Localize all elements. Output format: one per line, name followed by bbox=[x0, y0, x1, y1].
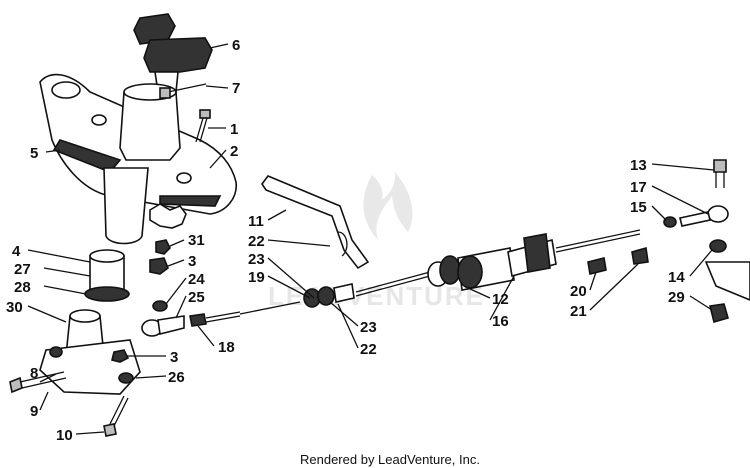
footer-credit: Rendered by LeadVenture, Inc. bbox=[300, 452, 480, 467]
bolt-10 bbox=[103, 395, 129, 437]
callout-2: 2 bbox=[230, 143, 238, 160]
callout-30: 30 bbox=[6, 299, 23, 316]
callout-14: 14 bbox=[668, 269, 685, 286]
throttle-lever bbox=[704, 261, 750, 301]
callout-3: 3 bbox=[188, 253, 196, 270]
threaded-rod bbox=[205, 311, 241, 323]
callout-19: 19 bbox=[248, 269, 265, 286]
spacer-14 bbox=[709, 239, 727, 253]
nut-3-lower bbox=[111, 349, 130, 363]
cable-fittings bbox=[303, 283, 355, 308]
callout-28: 28 bbox=[14, 279, 31, 296]
callout-10: 10 bbox=[56, 427, 73, 444]
callout-8: 8 bbox=[30, 365, 38, 382]
steering-column bbox=[103, 83, 181, 245]
callout-15: 15 bbox=[630, 199, 647, 216]
nut-29 bbox=[709, 303, 729, 323]
handlebar-clamp bbox=[133, 13, 213, 93]
cable-adjuster-12 bbox=[427, 247, 515, 291]
callout-23-lower: 23 bbox=[360, 319, 377, 336]
callout-3-lower: 3 bbox=[170, 349, 178, 366]
bushing-27 bbox=[84, 249, 130, 302]
clip-20 bbox=[587, 257, 607, 275]
inner-cable bbox=[555, 229, 641, 253]
callout-26: 26 bbox=[168, 369, 185, 386]
callout-27: 27 bbox=[14, 261, 31, 278]
cable-housing bbox=[355, 271, 431, 293]
callout-4: 4 bbox=[12, 243, 21, 260]
callout-24: 24 bbox=[188, 271, 205, 288]
cable-adjuster-16 bbox=[507, 233, 557, 278]
callout-16: 16 bbox=[492, 313, 509, 330]
boot-21 bbox=[631, 246, 649, 265]
bolt-13 bbox=[713, 159, 727, 188]
callout-31: 31 bbox=[188, 232, 205, 249]
washer-31 bbox=[155, 239, 171, 255]
callout-21: 21 bbox=[570, 303, 587, 320]
callout-17: 17 bbox=[630, 179, 647, 196]
bolt-9 bbox=[9, 371, 67, 394]
rod-end-25 bbox=[141, 315, 185, 337]
callout-9: 9 bbox=[30, 403, 38, 420]
jam-nut-18 bbox=[189, 313, 207, 327]
callout-5: 5 bbox=[30, 145, 38, 162]
nut-24 bbox=[152, 300, 168, 312]
callout-22: 22 bbox=[248, 233, 265, 250]
callout-23: 23 bbox=[248, 251, 265, 268]
nut-3 bbox=[149, 257, 169, 275]
nut-15 bbox=[663, 216, 677, 228]
bolt-7 bbox=[159, 83, 207, 99]
star-washer bbox=[149, 203, 187, 229]
callout-12: 12 bbox=[492, 291, 509, 308]
callout-20: 20 bbox=[570, 283, 587, 300]
bolt-1 bbox=[195, 109, 211, 143]
callout-labels: 6 7 1 2 5 31 3 4 27 28 30 24 25 18 3 26 … bbox=[6, 37, 685, 444]
callout-25: 25 bbox=[188, 289, 205, 306]
callout-18: 18 bbox=[218, 339, 235, 356]
cable-bracket-11 bbox=[261, 175, 370, 270]
callout-29: 29 bbox=[668, 289, 685, 306]
callout-1: 1 bbox=[230, 121, 238, 138]
rod-end-17 bbox=[679, 205, 729, 227]
callout-13: 13 bbox=[630, 157, 647, 174]
cable-end bbox=[239, 301, 301, 315]
callout-22-lower: 22 bbox=[360, 341, 377, 358]
callout-7: 7 bbox=[232, 80, 240, 97]
leader-lines bbox=[27, 43, 715, 435]
callout-11: 11 bbox=[248, 213, 264, 230]
watermark-logo: LEADVENTURE bbox=[268, 172, 483, 311]
callout-6: 6 bbox=[232, 37, 240, 54]
lower-bracket-8 bbox=[39, 339, 141, 395]
